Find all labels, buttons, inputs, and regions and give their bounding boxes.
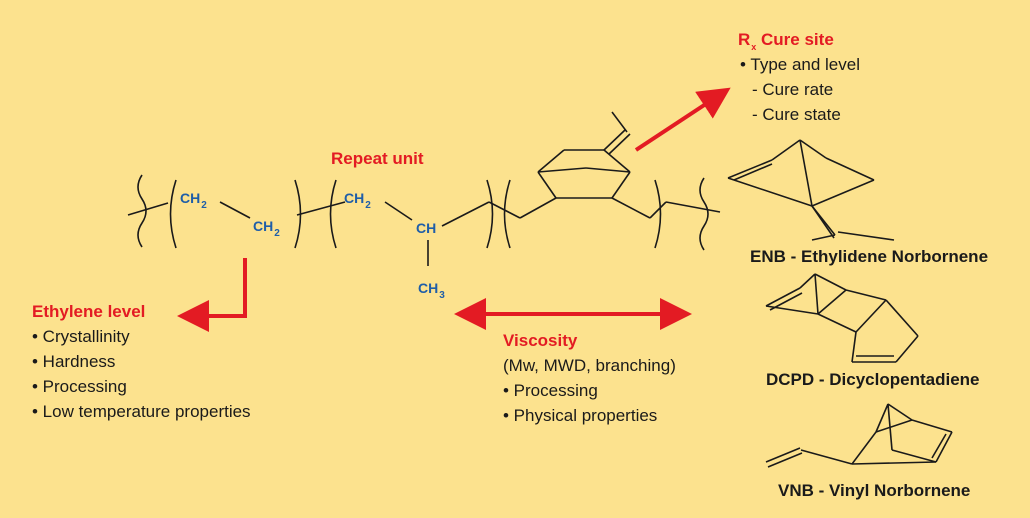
ethylene-item-hardness: • Hardness <box>32 352 116 371</box>
ch2-group-1: CH2 <box>180 190 207 211</box>
chain-end-right <box>665 177 721 251</box>
viscosity-item-mw: (Mw, MWD, branching) <box>503 356 676 375</box>
chain-enb-structure <box>537 111 631 199</box>
vnb-label: VNB - Vinyl Norbornene <box>778 481 971 500</box>
viscosity-item-processing: • Processing <box>503 381 598 400</box>
cure-site-arrow <box>634 87 731 152</box>
cure-site-title: Rx Cure site <box>738 30 834 52</box>
ch3-group: CH3 <box>418 280 445 301</box>
ethylene-level-title: Ethylene level <box>32 302 146 321</box>
viscosity-title: Viscosity <box>503 331 578 350</box>
cure-site-item-type: • Type and level <box>740 55 860 74</box>
cure-site-item-state: - Cure state <box>752 105 841 124</box>
dcpd-molecule <box>765 273 919 363</box>
chain-bonds <box>219 197 667 266</box>
ch-group: CH <box>416 220 437 236</box>
ethylene-item-low-temperature: • Low temperature properties <box>32 402 251 421</box>
ethylene-item-processing: • Processing <box>32 377 127 396</box>
enb-molecule <box>727 139 895 241</box>
ethylene-item-crystallinity: • Crystallinity <box>32 327 130 346</box>
repeat-unit-label: Repeat unit <box>331 149 424 168</box>
vnb-molecule <box>765 403 953 468</box>
ethylene-arrow <box>177 258 247 332</box>
viscosity-item-physical: • Physical properties <box>503 406 658 425</box>
diene-bracket <box>503 179 662 249</box>
cure-site-item-rate: - Cure rate <box>752 80 834 99</box>
ch2-group-3: CH2 <box>344 190 371 211</box>
enb-label: ENB - Ethylidene Norbornene <box>750 247 989 266</box>
dcpd-label: DCPD - Dicyclopentadiene <box>766 370 980 389</box>
ch2-group-2: CH2 <box>253 218 280 239</box>
chain-end-left <box>127 174 169 248</box>
propylene-bracket <box>329 179 494 249</box>
